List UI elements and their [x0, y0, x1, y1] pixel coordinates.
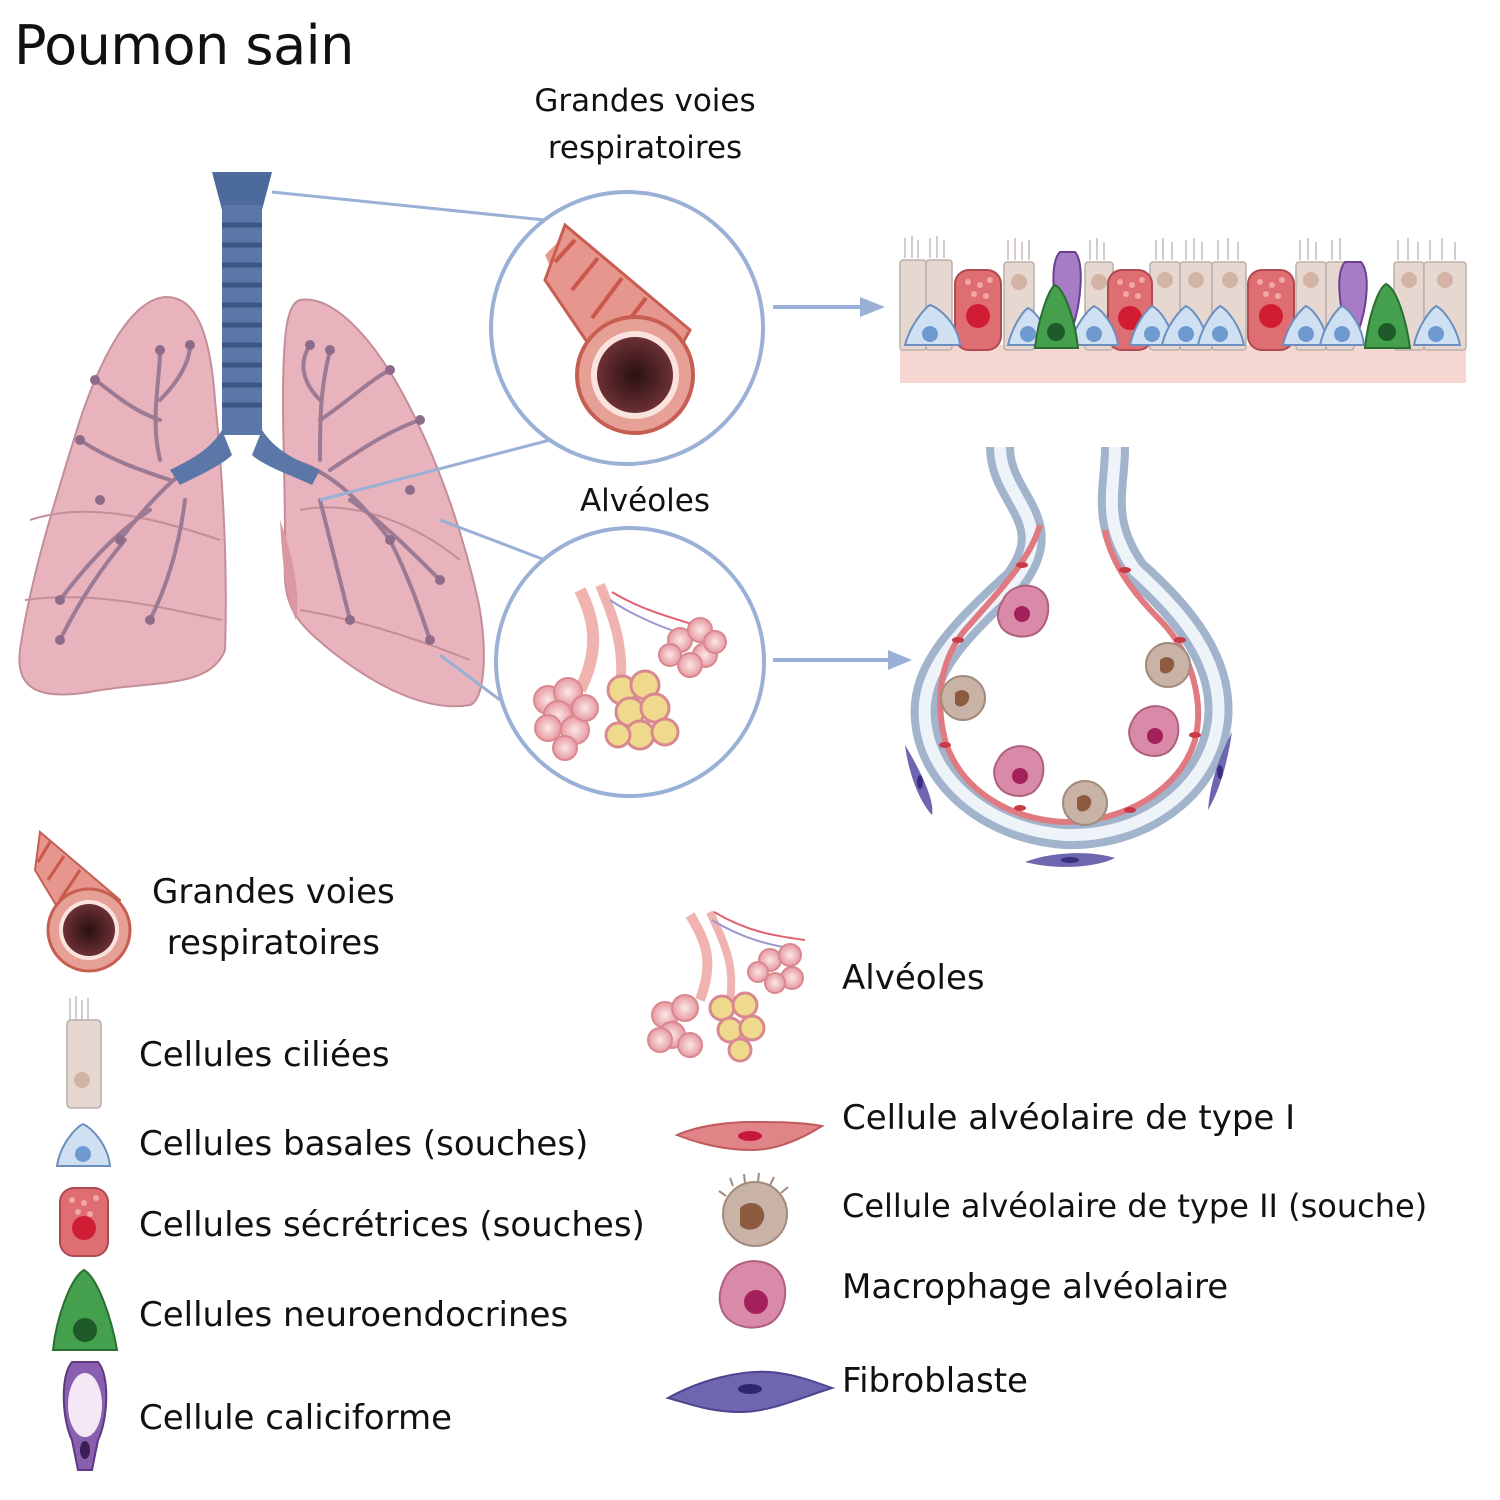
- left-lung: [18, 295, 227, 696]
- airways-callout-line1: Grandes voies: [534, 83, 756, 119]
- legend-macrophage-label: Macrophage alvéolaire: [842, 1267, 1229, 1307]
- legend-type2-label: Cellule alvéolaire de type II (souche): [842, 1187, 1428, 1225]
- macrophage-icon: [718, 1260, 787, 1329]
- legend-type1-label: Cellule alvéolaire de type I: [842, 1098, 1296, 1138]
- legend-airways-line1: Grandes voies: [152, 872, 395, 912]
- right-lung: [282, 298, 485, 708]
- airway-magnifier: [489, 190, 765, 466]
- type2-cells: [940, 642, 1191, 826]
- fibroblast-icon: [665, 1370, 836, 1414]
- connector-lines: [271, 190, 551, 702]
- type1-cell-icon: [674, 1120, 825, 1152]
- alveolar-sac: [905, 446, 1233, 867]
- legend-goblet-label: Cellule caliciforme: [139, 1398, 453, 1438]
- type2-cell-icon: [718, 1172, 789, 1247]
- goblet-cell-icon: [62, 1361, 108, 1471]
- legend-secretory-label: Cellules sécrétrices (souches): [139, 1205, 645, 1245]
- trachea: [170, 172, 320, 485]
- alveoli-magnifier: [494, 526, 766, 798]
- legend-airways-label: Grandes voies respiratoires: [152, 867, 395, 969]
- neuroendocrine-cell-icon: [51, 1268, 119, 1351]
- arrows: [773, 297, 912, 670]
- ciliated-cell-icon: [66, 996, 102, 1109]
- basal-cell-icon: [55, 1122, 112, 1167]
- airway-tube-icon: [33, 830, 132, 973]
- legend-basal-label: Cellules basales (souches): [139, 1124, 589, 1164]
- alveoli-cluster-icon: [647, 910, 806, 1063]
- airways-callout-label: Grandes voies respiratoires: [500, 78, 790, 171]
- airways-callout-line2: respiratoires: [547, 129, 743, 166]
- alveoli-callout-label: Alvéoles: [579, 483, 711, 519]
- legend-ciliated-label: Cellules ciliées: [139, 1035, 390, 1075]
- legend-alveoli-label: Alvéoles: [842, 958, 985, 998]
- lungs-illustration: [18, 172, 485, 708]
- page-title: Poumon sain: [14, 14, 354, 77]
- legend-fibroblast-label: Fibroblaste: [842, 1361, 1028, 1401]
- legend-airways-line2: respiratoires: [166, 923, 380, 963]
- airway-epithelium-panel: [899, 236, 1467, 383]
- legend-neuroendocrine-label: Cellules neuroendocrines: [139, 1295, 569, 1335]
- secretory-cell-icon: [59, 1187, 109, 1257]
